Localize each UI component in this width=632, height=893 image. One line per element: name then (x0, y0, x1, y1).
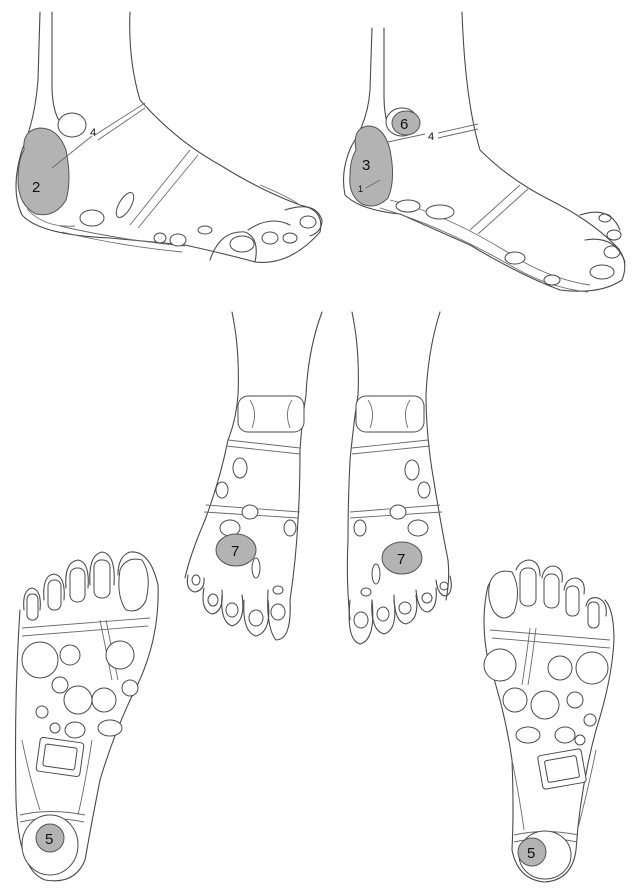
reflex-point-2 (18, 128, 69, 215)
front-view-right-foot: 7 (347, 312, 451, 644)
reflex-point-3 (350, 126, 393, 206)
ankle-bone-zone (58, 113, 86, 137)
sole-right-foot: 5 (484, 560, 614, 882)
point-2-label: 2 (32, 179, 40, 196)
point-4-label-left: 4 (90, 127, 96, 139)
point-7-label-left: 7 (231, 543, 239, 560)
point-5-label-left: 5 (45, 831, 53, 848)
point-3-label: 3 (362, 157, 370, 174)
front-view-left-foot: 7 (185, 312, 322, 640)
point-4-label-right: 4 (428, 131, 434, 143)
point-7-label-right: 7 (397, 551, 405, 568)
foot-side-view-right: 6 3 1 4 (344, 12, 625, 292)
point-5-label-right: 5 (527, 845, 535, 862)
point-1-label: 1 (358, 184, 363, 194)
foot-side-view-left: 2 4 (16, 12, 322, 262)
point-6-label: 6 (400, 116, 408, 133)
sole-left-foot: 5 (16, 552, 159, 881)
